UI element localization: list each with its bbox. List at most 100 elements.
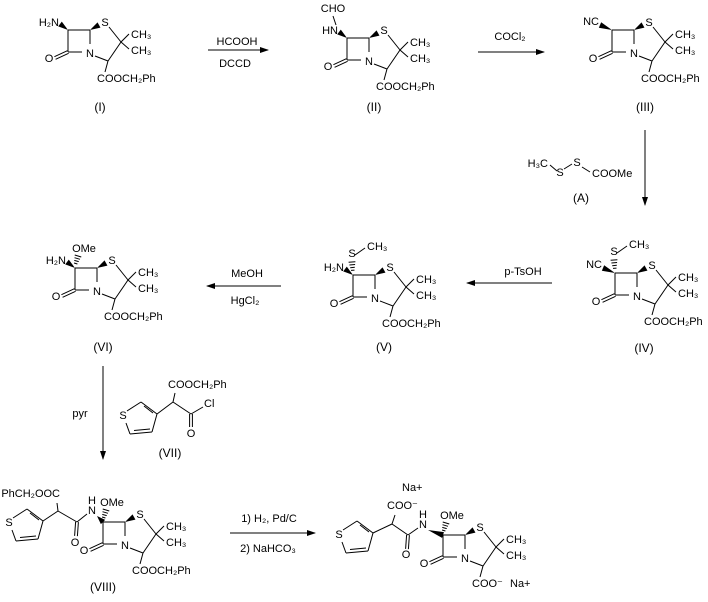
thiomethyl-sulfur-label: S [610, 246, 617, 258]
carbonyl-oxygen-label: O [324, 61, 333, 73]
carbonyl-oxygen-label: O [52, 291, 61, 303]
gem-dimethyl-label: CH₃ [131, 29, 151, 41]
ring-sulfur-label: S [101, 17, 108, 29]
reaction-step-1: HCOOH DCCD [208, 36, 268, 70]
compound-label: (III) [636, 100, 654, 114]
gem-dimethyl-label: CH₃ [410, 37, 430, 49]
reagent-label: COCl₂ [494, 31, 525, 43]
ring-nitrogen-label: N [461, 553, 469, 565]
ester-label: COOCH₂Ph [132, 565, 191, 577]
gem-dimethyl-label: CH₃ [678, 288, 698, 300]
gem-dimethyl-label: CH₃ [166, 521, 186, 533]
ring-sulfur-label: S [386, 262, 393, 274]
amide-hydrogen-label: H [419, 509, 427, 521]
carbonyl-oxygen-label: O [330, 298, 339, 310]
ester-label: COOCH₂Ph [104, 311, 163, 323]
carbonyl-oxygen-label: O [80, 545, 89, 557]
sodium-counterion-label: Na+ [402, 482, 423, 494]
gem-dimethyl-label: CH₃ [416, 290, 436, 302]
ring-nitrogen-label: N [633, 291, 641, 303]
ring-sulfur-label: S [380, 25, 387, 37]
thiomethyl-label: CH₃ [367, 241, 387, 253]
gem-dimethyl-label: CH₃ [138, 267, 158, 279]
methoxy-label: OMe [440, 510, 464, 522]
ring-nitrogen-label: N [371, 293, 379, 305]
compound-label: (VIII) [90, 580, 116, 594]
carboxylate-label: COO⁻ [387, 500, 418, 512]
gem-dimethyl-label: CH₃ [138, 283, 158, 295]
thiophene-sulfur-label: S [5, 517, 12, 529]
gem-dimethyl-label: CH₃ [678, 272, 698, 284]
reagent-label: HCOOH [217, 36, 258, 48]
amide-nh-label: HN [322, 25, 338, 37]
compound-label: (VI) [93, 340, 112, 354]
acyl-oxygen-label: O [71, 537, 80, 549]
gem-dimethyl-label: CH₃ [166, 537, 186, 549]
compound-label: (IV) [634, 341, 653, 355]
reagent-label: DCCD [219, 58, 251, 70]
isocyanide-label: NC [586, 259, 602, 271]
ester-label: COOCH₂Ph [382, 318, 441, 330]
gem-dimethyl-label: CH₃ [675, 29, 695, 41]
sodium-counterion-label: Na+ [510, 578, 531, 590]
ring-sulfur-label: S [136, 509, 143, 521]
compound-V: N S CH₃ CH₃ COOCH₂Ph O H₂N S CH₃ (V) [324, 241, 441, 354]
gem-dimethyl-label: CH₃ [416, 274, 436, 286]
gem-dimethyl-label: CH₃ [410, 53, 430, 65]
carbonyl-oxygen-label: O [45, 53, 54, 65]
thiomethyl-sulfur-label: S [348, 248, 355, 260]
ring-nitrogen-label: N [93, 286, 101, 298]
ring-nitrogen-label: N [86, 48, 94, 60]
compound-VI: N S CH₃ CH₃ COOCH₂Ph O H₂N OMe (VI) [46, 243, 163, 354]
thiomethyl-label: CH₃ [629, 239, 649, 251]
gem-dimethyl-label: CH₃ [506, 534, 526, 546]
ring-nitrogen-label: N [630, 48, 638, 60]
chloride-label: Cl [204, 398, 214, 410]
thiophene-sulfur-label: S [119, 410, 126, 422]
thiophene-sulfur-label: S [335, 529, 342, 541]
methoxy-label: OMe [72, 243, 96, 255]
compound-label: (II) [367, 100, 382, 114]
acyl-oxygen-label: O [402, 549, 411, 561]
ester-label: COOCH₂Ph [641, 73, 700, 85]
compound-label: (I) [94, 100, 105, 114]
carbonyl-oxygen-label: O [589, 53, 598, 65]
amine-label: H₂N [324, 262, 344, 274]
amine-label: H₂N [46, 255, 66, 267]
gem-dimethyl-label: CH₃ [506, 550, 526, 562]
ring-sulfur-label: S [108, 255, 115, 267]
ring-sulfur-label: S [648, 260, 655, 272]
sulfur-label: S [573, 157, 580, 169]
ester-label: COOCH₂Ph [168, 379, 227, 391]
ester-label: COOCH₂Ph [644, 316, 703, 328]
reagent-label: 1) H₂, Pd/C [241, 513, 297, 525]
ester-label: COOMe [592, 168, 632, 180]
amide-hydrogen-label: H [88, 495, 96, 507]
ring-sulfur-label: S [645, 17, 652, 29]
ester-label: COOCH₂Ph [376, 81, 435, 93]
reaction-step-3: p-TsOH [467, 266, 552, 283]
carbonyl-oxygen-label: O [420, 558, 429, 570]
compound-label: (V) [376, 340, 392, 354]
sulfur-label: S [556, 167, 563, 179]
reagent-label: p-TsOH [504, 266, 541, 278]
reagent-label: pyr [72, 408, 88, 420]
ester-label: COOCH₂Ph [97, 73, 156, 85]
reagent-label: HgCl₂ [231, 295, 260, 307]
ring-nitrogen-label: N [365, 56, 373, 68]
ester-label: COO⁻ [472, 578, 503, 590]
reagent-label: 2) NaHCO₃ [240, 543, 296, 555]
gem-dimethyl-label: CH₃ [675, 45, 695, 57]
reaction-step-5: pyr [72, 366, 103, 459]
benzyl-ester-label: PhCH₂OOC [1, 488, 60, 500]
compound-label: (VII) [159, 446, 182, 460]
